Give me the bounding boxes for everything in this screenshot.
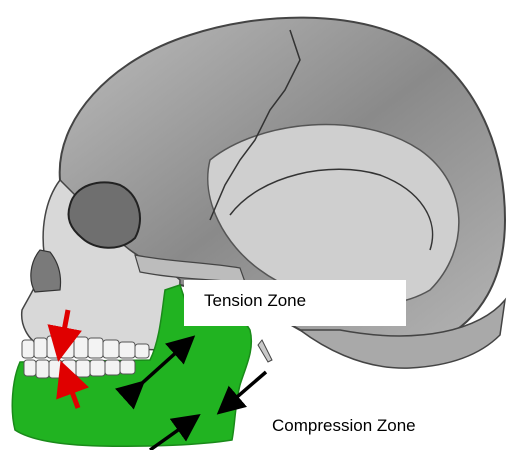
compression-zone-label: Compression Zone [272,416,416,436]
lower-teeth [24,360,135,378]
tension-zone-label: Tension Zone [204,291,306,311]
styloid-process [258,340,272,362]
tension-zone-label-box: Tension Zone [184,280,406,326]
